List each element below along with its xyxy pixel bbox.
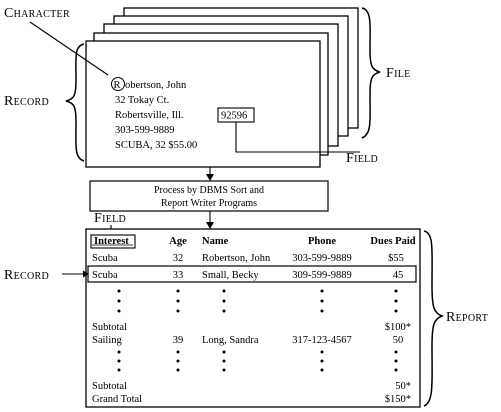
record-line-1: obertson, John <box>125 80 187 91</box>
row0-name: Robertson, John <box>202 253 271 264</box>
row4-subtotal-value: 50* <box>395 381 411 392</box>
report-frame <box>85 228 421 408</box>
record-line-5: SCUBA, 32 $55.00 <box>115 140 197 151</box>
row2-subtotal-value: $100* <box>385 322 411 333</box>
row3-age: 39 <box>173 335 184 346</box>
file-label: File <box>386 66 411 81</box>
row2-subtotal-label: Subtotal <box>92 322 127 333</box>
row1-name: Small, Becky <box>202 270 259 281</box>
row0-phone: 303-599-9889 <box>292 253 352 264</box>
record-line-2: 32 Tokay Ct. <box>115 95 169 106</box>
row3-interest: Sailing <box>92 335 123 346</box>
record-line-4: 303-599-9889 <box>115 125 175 136</box>
character-circle <box>111 77 125 91</box>
row5-grand-total-label: Grand Total <box>92 394 142 405</box>
header-dues: Dues Paid <box>370 236 415 247</box>
interest-header-box <box>90 234 136 249</box>
record-line-3: Robertsville, Ill. <box>115 110 184 121</box>
header-interest: Interest <box>94 236 129 247</box>
field-pointer-line <box>235 122 360 153</box>
row0-interest: Scuba <box>92 253 118 264</box>
record-card <box>85 40 321 168</box>
row1-interest: Scuba <box>92 270 118 281</box>
field-label-top: Field <box>346 151 378 166</box>
row3-name: Long, Sandra <box>202 335 259 346</box>
row4-subtotal-label: Subtotal <box>92 381 127 392</box>
report-label: Report <box>446 310 488 325</box>
header-age: Age <box>169 236 187 247</box>
ellipsis-dots-2 <box>117 350 398 372</box>
record-report-arrow-head <box>83 270 89 278</box>
arrow-to-process-head <box>206 174 214 181</box>
row3-dues: 50 <box>393 335 404 346</box>
record-label-report: Record <box>4 268 49 283</box>
row1-dues: 45 <box>393 270 404 281</box>
header-name: Name <box>202 236 229 247</box>
record-zip: 92596 <box>221 111 247 122</box>
ellipsis-dots-1 <box>117 289 398 313</box>
header-phone: Phone <box>308 236 336 247</box>
row3-phone: 317-123-4567 <box>292 335 352 346</box>
row1-phone: 309-599-9889 <box>292 270 352 281</box>
row1-age: 33 <box>173 270 184 281</box>
record-brace <box>65 43 85 162</box>
process-line-1: Process by DBMS Sort and <box>154 185 264 196</box>
character-pointer <box>29 21 109 76</box>
row0-age: 32 <box>173 253 184 264</box>
report-brace <box>423 230 445 407</box>
process-box <box>89 180 329 212</box>
row0-dues: $55 <box>388 253 404 264</box>
field-label-report: Field <box>94 211 126 226</box>
record-character: R <box>114 80 121 91</box>
arrow-to-report-head <box>206 222 214 229</box>
record-label-top: Record <box>4 94 49 109</box>
row5-grand-total-value: $150* <box>385 394 411 405</box>
file-brace <box>361 7 381 139</box>
process-line-2: Report Writer Programs <box>161 198 257 209</box>
character-label: Character <box>4 6 70 21</box>
